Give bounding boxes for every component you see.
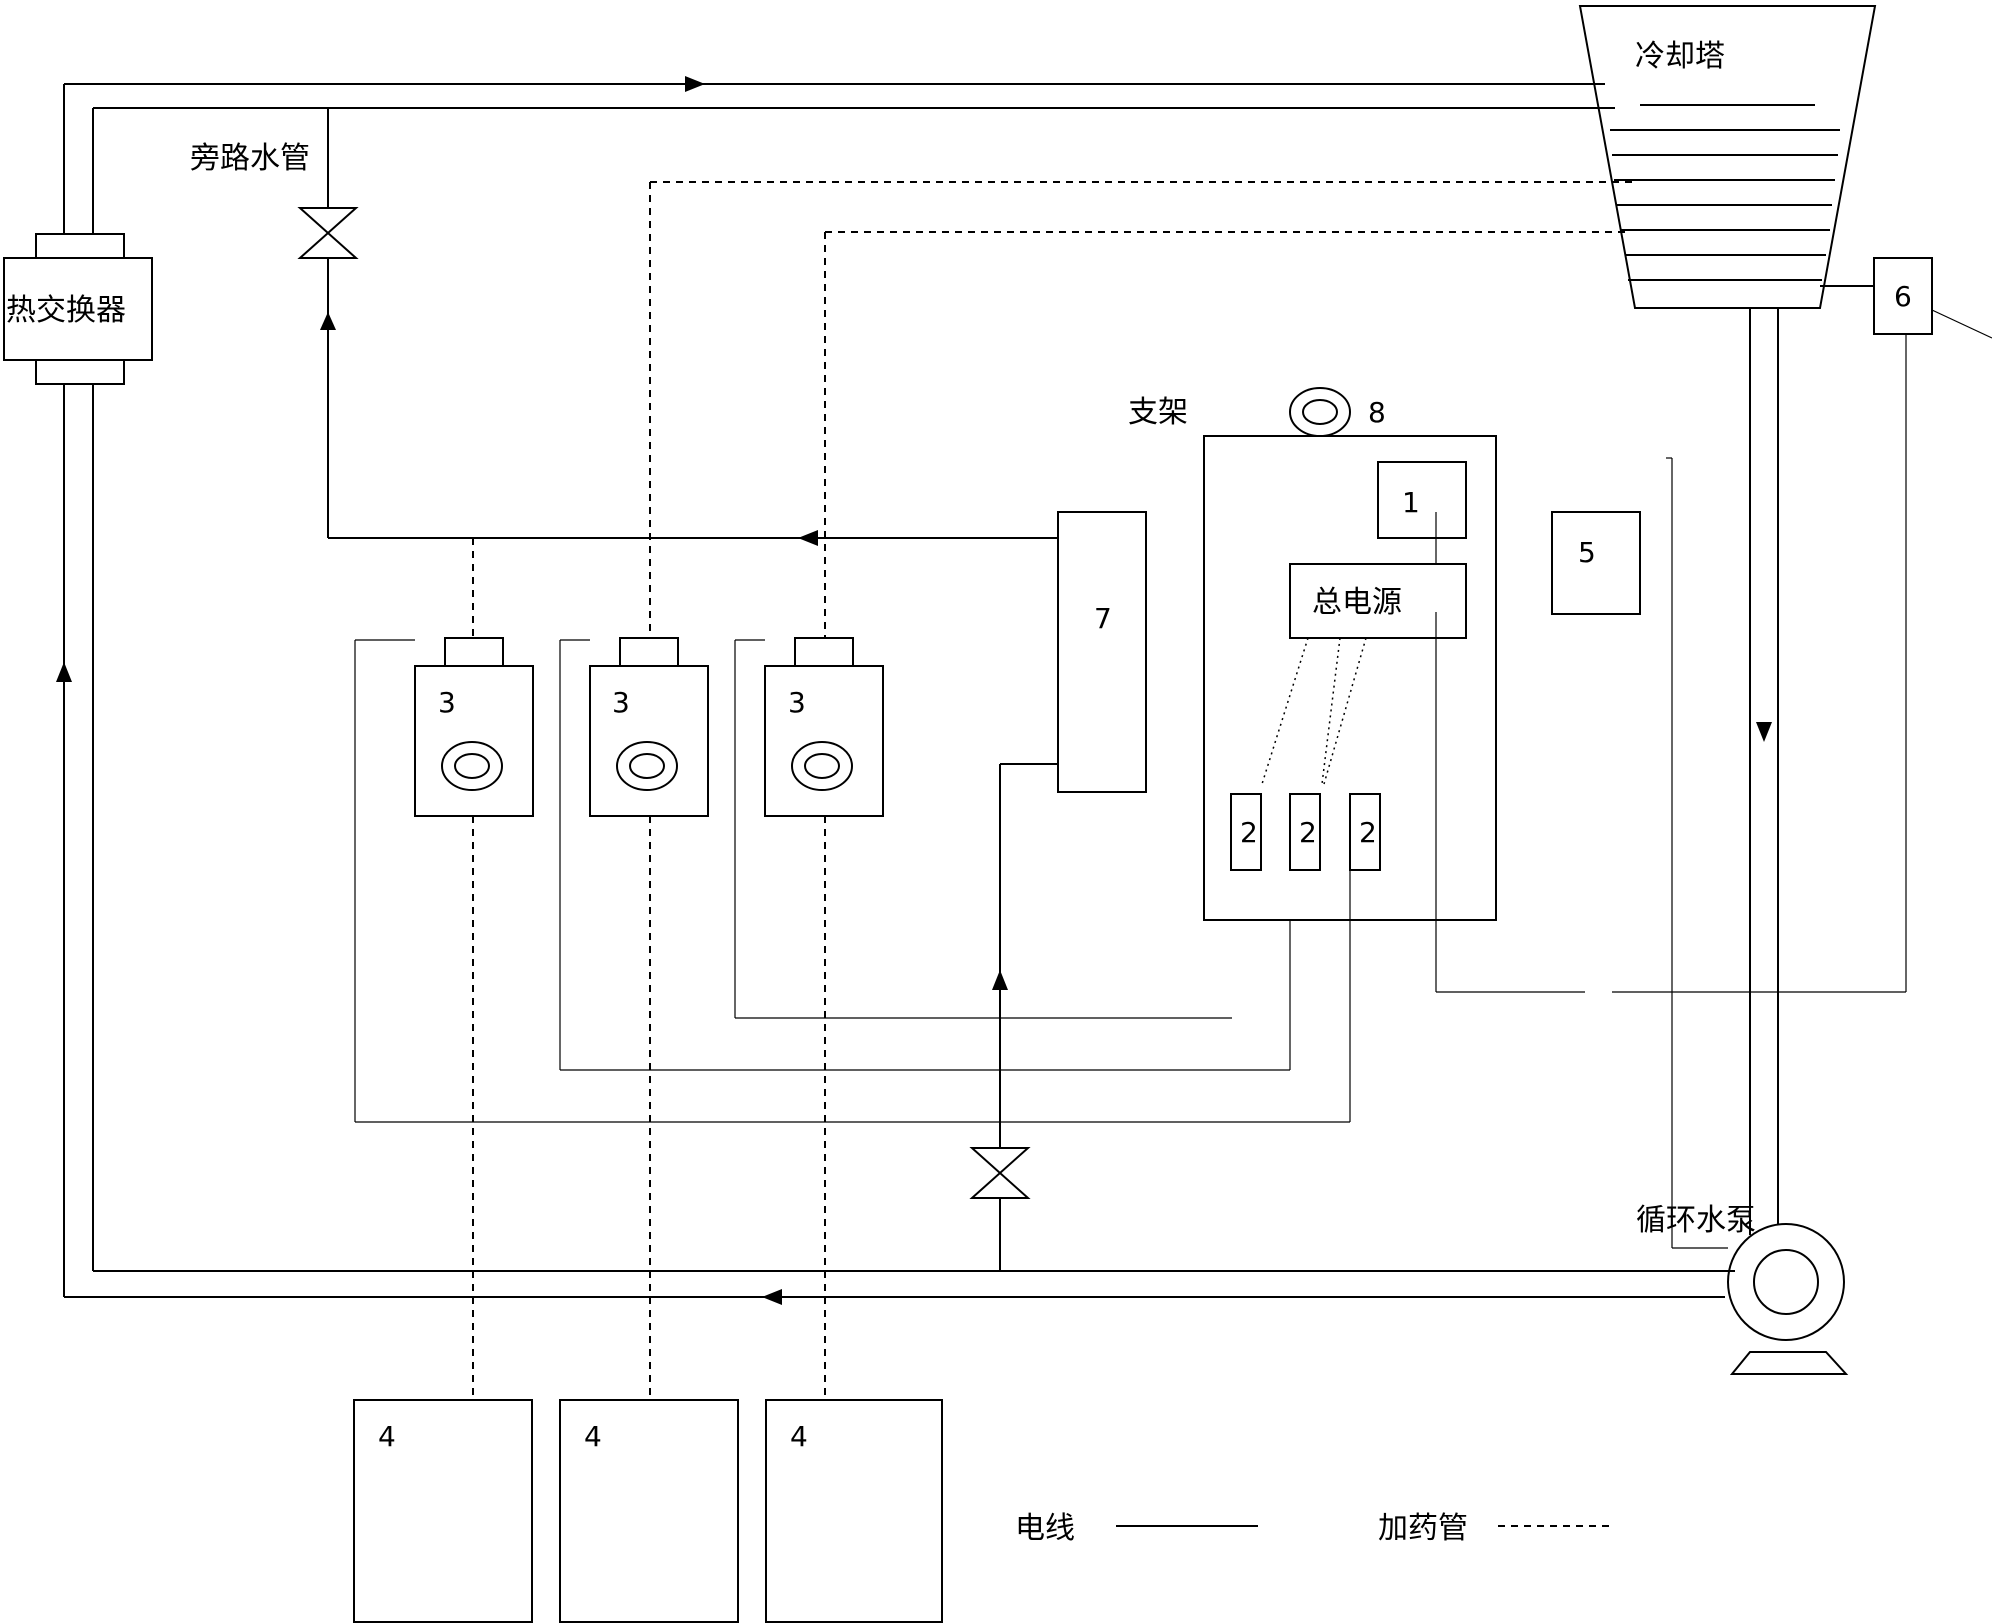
bypass-pipe-label: 旁路水管 [190, 141, 310, 176]
legend-dosing-pipe-label: 加药管 [1378, 1511, 1468, 1546]
sensor-2c: 2 [1349, 793, 1381, 871]
circulation-pump: 循环水泵 [1636, 1203, 1849, 1375]
electric-wires [354, 334, 1907, 1249]
dosing-pipes [472, 181, 1635, 1400]
filter-inlet-valve [969, 1147, 1031, 1199]
legend: 电线 加药管 [1015, 1511, 1614, 1546]
power-dotted-links [1261, 637, 1367, 785]
bracket-label: 支架 [1128, 395, 1188, 430]
cooling-tower-label: 冷却塔 [1635, 39, 1725, 74]
sensor-2a-label: 2 [1240, 816, 1258, 849]
sensor-2b-label: 2 [1299, 816, 1317, 849]
heat-exchanger: 热交换器 [3, 233, 153, 385]
component-7-label: 7 [1094, 602, 1112, 635]
cooling-tower: 冷却塔 [1578, 5, 1877, 309]
dosing-pump-1-label: 3 [438, 686, 456, 719]
heat-exchanger-label: 热交换器 [6, 293, 126, 328]
filter-inlet-pipe [992, 763, 1058, 1271]
bypass-valve [297, 207, 359, 259]
dosing-pump-3-label: 3 [788, 686, 806, 719]
dosing-pump-1: 3 [414, 637, 534, 817]
tower-to-pump-pipe [1749, 308, 1779, 1235]
sensor-2b: 2 [1289, 793, 1321, 871]
dosing-pump-2-label: 3 [612, 686, 630, 719]
dosing-pump-3: 3 [764, 637, 884, 817]
main-power-box: 总电源 [1289, 563, 1467, 639]
component-6: 6 [1820, 257, 1992, 339]
component-5-label: 5 [1578, 536, 1596, 569]
component-1-label: 1 [1402, 486, 1420, 519]
component-5: 5 [1551, 511, 1641, 615]
bypass-pipe: 旁路水管 [190, 108, 1058, 546]
chemical-tank-1: 4 [353, 1399, 533, 1623]
pump-outlet-pipe [64, 1270, 1735, 1305]
main-power-label: 总电源 [1312, 585, 1402, 620]
chemical-tank-3: 4 [765, 1399, 943, 1623]
chemical-tank-2-label: 4 [584, 1420, 602, 1453]
component-8-label: 8 [1368, 396, 1386, 429]
flow-arrow-up-left [56, 662, 72, 682]
sensor-2a: 2 [1230, 793, 1262, 871]
component-7: 7 [1057, 511, 1147, 793]
dosing-pump-2: 3 [589, 637, 709, 817]
chemical-tank-2: 4 [559, 1399, 739, 1623]
circulation-pump-label: 循环水泵 [1636, 1203, 1756, 1238]
component-1: 1 [1377, 461, 1467, 539]
chemical-tank-3-label: 4 [790, 1420, 808, 1453]
sensor-2c-label: 2 [1359, 816, 1377, 849]
component-6-label: 6 [1894, 280, 1912, 313]
chemical-tank-1-label: 4 [378, 1420, 396, 1453]
supply-pipe-from-tower [92, 107, 1615, 1271]
cooling-tower-fill-lines [1610, 104, 1840, 281]
legend-wire-label: 电线 [1015, 1511, 1075, 1546]
